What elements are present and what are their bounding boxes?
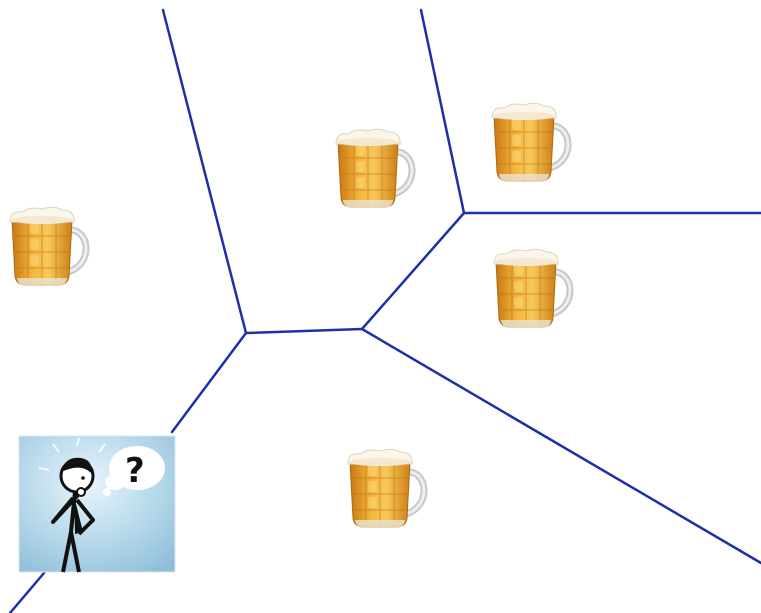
- beer-mug-icon: [10, 207, 86, 286]
- voronoi-edge: [161, 8, 248, 335]
- beer-mug-icon: [492, 103, 568, 182]
- voronoi-edge: [244, 327, 364, 335]
- thinking-person-icon: ?: [18, 435, 176, 573]
- beer-mug-icon: [494, 249, 570, 328]
- beer-mug-icon: [348, 449, 424, 528]
- voronoi-edge: [360, 211, 466, 331]
- voronoi-edges: [8, 8, 761, 613]
- beer-mug-icon: [336, 129, 412, 208]
- voronoi-edge: [419, 8, 466, 215]
- voronoi-edge: [8, 571, 46, 613]
- voronoi-edge: [360, 327, 761, 565]
- svg-text:?: ?: [125, 451, 145, 491]
- voronoi-edge: [170, 331, 248, 434]
